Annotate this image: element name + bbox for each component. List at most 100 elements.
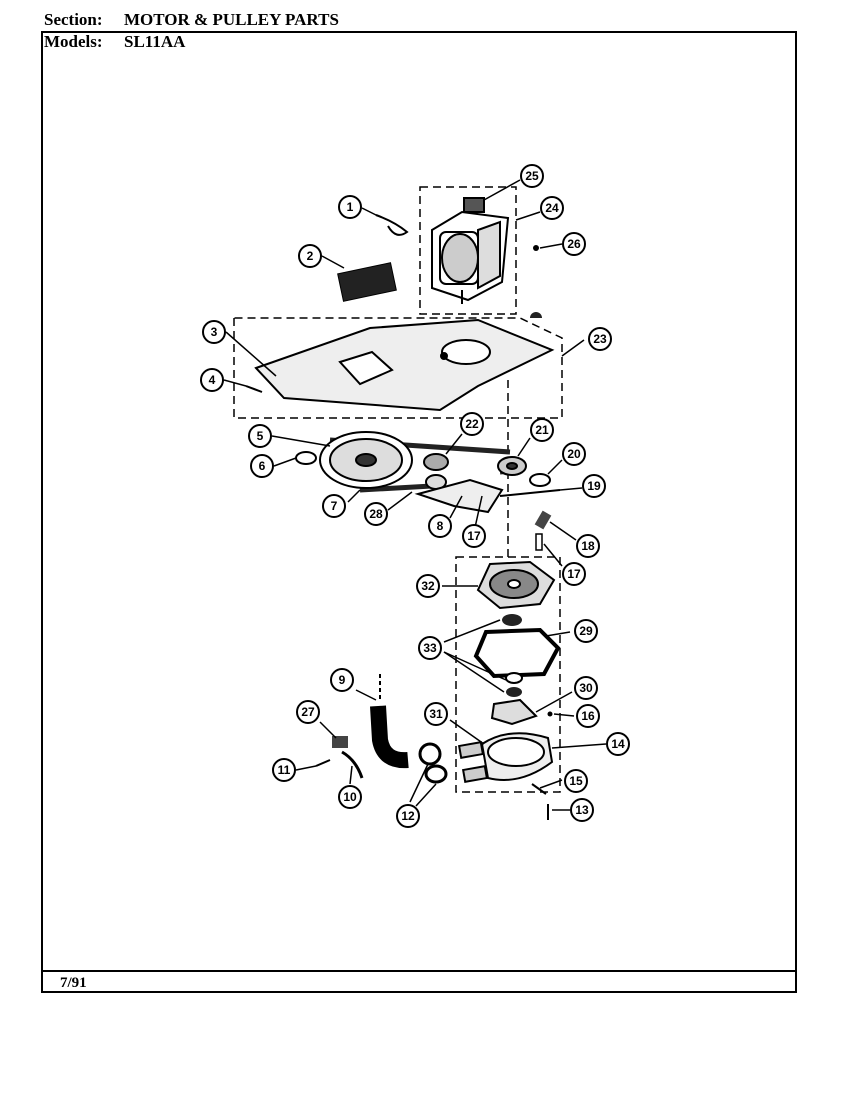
svg-text:28: 28 bbox=[369, 507, 383, 521]
motor-pulley-part-21 bbox=[497, 456, 527, 476]
motor bbox=[431, 197, 510, 304]
svg-text:3: 3 bbox=[211, 325, 218, 339]
svg-text:13: 13 bbox=[575, 803, 589, 817]
callout-5: 5 bbox=[248, 424, 272, 448]
hose-clamp-part-12a bbox=[418, 742, 442, 766]
callout-27: 27 bbox=[296, 700, 320, 724]
callout-25: 25 bbox=[520, 164, 544, 188]
leader-lines bbox=[223, 179, 607, 811]
pump-cover-part-32 bbox=[476, 560, 556, 610]
models-value: SL11AA bbox=[124, 32, 186, 51]
screw-part-26 bbox=[533, 245, 539, 251]
callout-15: 15 bbox=[564, 769, 588, 793]
callout-24: 24 bbox=[540, 196, 564, 220]
pump-body-part-14 bbox=[457, 732, 554, 783]
callout-30: 30 bbox=[574, 676, 598, 700]
washer-part-20 bbox=[529, 473, 551, 487]
callout-28: 28 bbox=[364, 502, 388, 526]
footer-date: 7/91 bbox=[60, 975, 87, 991]
svg-text:4: 4 bbox=[209, 373, 216, 387]
callout-10: 10 bbox=[338, 785, 362, 809]
svg-text:23: 23 bbox=[593, 332, 607, 346]
svg-text:15: 15 bbox=[569, 774, 583, 788]
callout-1: 1 bbox=[338, 195, 362, 219]
callout-17a: 17 bbox=[462, 524, 486, 548]
callout-7: 7 bbox=[322, 494, 346, 518]
idler-spring-part-19 bbox=[499, 489, 561, 497]
callout-19: 19 bbox=[582, 474, 606, 498]
base-plate bbox=[254, 318, 555, 412]
svg-text:10: 10 bbox=[343, 790, 357, 804]
callout-8: 8 bbox=[428, 514, 452, 538]
base-group-box bbox=[233, 317, 563, 419]
bumper bbox=[530, 312, 542, 318]
callout-29: 29 bbox=[574, 619, 598, 643]
pin-part-17 bbox=[535, 533, 543, 551]
callout-23: 23 bbox=[588, 327, 612, 351]
foam-pad-part-2 bbox=[337, 262, 397, 302]
callout-9: 9 bbox=[330, 668, 354, 692]
callout-21: 21 bbox=[530, 418, 554, 442]
callout-32: 32 bbox=[416, 574, 440, 598]
svg-text:31: 31 bbox=[429, 707, 443, 721]
svg-text:5: 5 bbox=[257, 429, 264, 443]
screw-part-16 bbox=[547, 711, 553, 717]
section-title: MOTOR & PULLEY PARTS bbox=[124, 10, 339, 29]
callout-17b: 17 bbox=[562, 562, 586, 586]
large-pulley-part-5 bbox=[319, 431, 413, 489]
callout-20: 20 bbox=[562, 442, 586, 466]
diagram-frame bbox=[41, 31, 797, 993]
svg-text:25: 25 bbox=[525, 169, 539, 183]
svg-text:8: 8 bbox=[437, 519, 444, 533]
screw-part-11 bbox=[315, 759, 331, 767]
svg-text:22: 22 bbox=[465, 417, 479, 431]
svg-text:18: 18 bbox=[581, 539, 595, 553]
callout-6: 6 bbox=[250, 454, 274, 478]
screw-part-15 bbox=[531, 783, 547, 795]
svg-text:20: 20 bbox=[567, 447, 581, 461]
group-boxes bbox=[233, 186, 563, 793]
models-label: Models: bbox=[44, 32, 103, 51]
svg-text:21: 21 bbox=[535, 423, 549, 437]
callout-26: 26 bbox=[562, 232, 586, 256]
section-label: Section: bbox=[44, 10, 103, 29]
svg-text:14: 14 bbox=[611, 737, 625, 751]
idler-pulley-part-22 bbox=[423, 453, 449, 490]
svg-text:11: 11 bbox=[278, 763, 291, 777]
clip-part-27 bbox=[332, 736, 348, 748]
gasket-part-29 bbox=[473, 627, 561, 679]
footer-divider bbox=[41, 970, 797, 972]
svg-text:7: 7 bbox=[331, 499, 338, 513]
svg-text:16: 16 bbox=[581, 709, 595, 723]
svg-text:32: 32 bbox=[421, 579, 435, 593]
seal-part-33b bbox=[505, 672, 523, 684]
callout-4: 4 bbox=[200, 368, 224, 392]
hose-part-9 bbox=[370, 705, 409, 769]
svg-text:2: 2 bbox=[307, 249, 314, 263]
spring-part-18 bbox=[534, 510, 552, 530]
svg-text:33: 33 bbox=[423, 641, 437, 655]
washer-part-6 bbox=[295, 451, 317, 465]
svg-text:24: 24 bbox=[545, 201, 559, 215]
seal-part-33a bbox=[502, 614, 522, 626]
bracket-part-10 bbox=[341, 750, 364, 779]
callout-22: 22 bbox=[460, 412, 484, 436]
svg-text:26: 26 bbox=[567, 237, 581, 251]
callout-bubbles: 1 2 3 4 5 6 7 28 8 17 22 21 20 19 18 17 … bbox=[200, 164, 630, 828]
callout-33: 33 bbox=[418, 636, 442, 660]
callout-2: 2 bbox=[298, 244, 322, 268]
callout-14: 14 bbox=[606, 732, 630, 756]
svg-text:9: 9 bbox=[339, 673, 346, 687]
seal-part-33c bbox=[506, 687, 522, 697]
hose-clamp-part-12b bbox=[424, 764, 448, 784]
svg-text:30: 30 bbox=[579, 681, 593, 695]
idler-bracket bbox=[414, 478, 504, 514]
svg-text:1: 1 bbox=[347, 200, 354, 214]
callout-3: 3 bbox=[202, 320, 226, 344]
callout-16: 16 bbox=[576, 704, 600, 728]
svg-text:12: 12 bbox=[401, 809, 415, 823]
callout-31: 31 bbox=[424, 702, 448, 726]
clip-part-1 bbox=[375, 214, 409, 236]
svg-text:19: 19 bbox=[587, 479, 601, 493]
callout-12: 12 bbox=[396, 804, 420, 828]
